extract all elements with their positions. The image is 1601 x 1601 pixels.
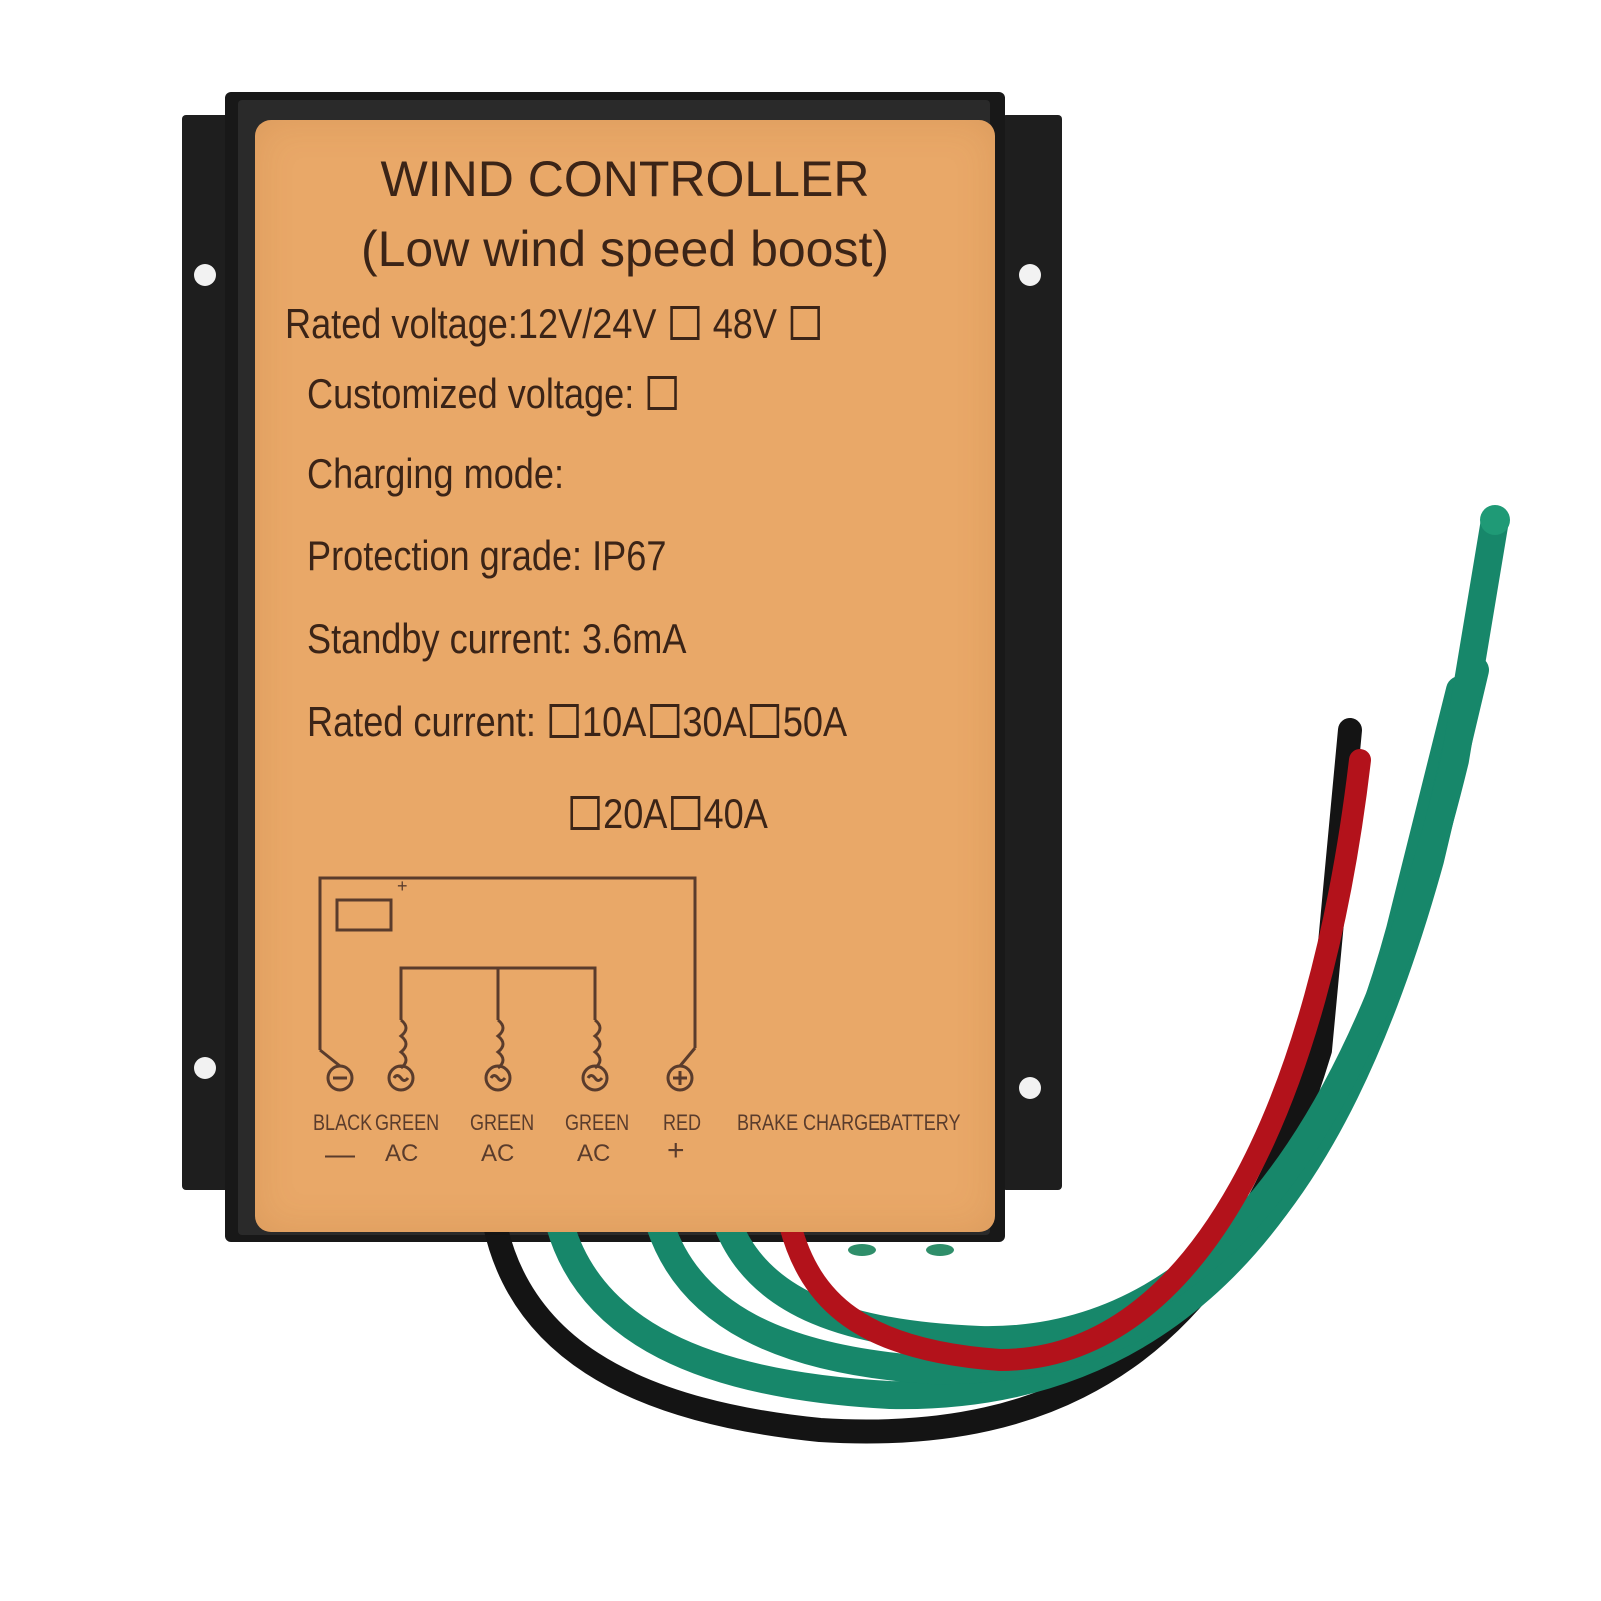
rated-voltage-line: Rated voltage:12V/24V 48V <box>285 300 823 348</box>
terminal-color: GREEN <box>565 1110 630 1135</box>
terminal-sign: AC <box>385 1140 419 1167</box>
terminal-color: BLACK <box>313 1110 373 1135</box>
rated-current-text: Rated current: <box>307 698 536 745</box>
mounting-hole <box>194 264 216 286</box>
mounting-hole <box>1019 1077 1041 1099</box>
standby-current: Standby current: 3.6mA <box>307 615 687 662</box>
product-label: WIND CONTROLLER (Low wind speed boost) R… <box>255 120 995 1232</box>
rated-voltage-opt: 48V <box>712 300 777 347</box>
label-subtitle: (Low wind speed boost) <box>360 221 890 277</box>
checkbox <box>670 796 701 830</box>
led-charge <box>848 1244 876 1256</box>
current-opt: 30A <box>682 698 747 745</box>
checkbox <box>570 796 600 830</box>
customized-voltage-line: Customized voltage: <box>307 370 680 418</box>
terminal-sign: + <box>667 1134 685 1167</box>
right-flange <box>1002 115 1062 1190</box>
current-opt: 10A <box>582 698 647 745</box>
checkbox <box>790 306 820 340</box>
customized-voltage-text: Customized voltage: <box>307 370 635 417</box>
protection-grade: Protection grade: IP67 <box>307 532 667 579</box>
current-opt: 40A <box>703 790 768 837</box>
checkbox <box>647 376 677 410</box>
coil-symbol <box>592 1018 602 1070</box>
ac-terminal-icon <box>581 1064 609 1092</box>
terminal-color: GREEN <box>375 1110 440 1135</box>
wire-red <box>779 749 1371 1372</box>
wire-green <box>714 506 1509 1355</box>
checkbox <box>669 306 700 340</box>
coil-symbol <box>398 1018 408 1070</box>
battery-minus: - <box>338 866 344 886</box>
terminal-sign: AC <box>577 1140 611 1167</box>
charging-mode: Charging mode: <box>307 450 565 497</box>
rated-current-line: Rated current: 10A 30A 50A <box>307 698 847 746</box>
indicator-label: BATTERY <box>879 1110 961 1135</box>
led-battery <box>926 1244 954 1256</box>
terminal-color: GREEN <box>470 1110 535 1135</box>
mounting-hole <box>1019 264 1041 286</box>
checkbox <box>750 704 780 738</box>
checkbox <box>649 704 679 738</box>
checkbox <box>549 704 579 738</box>
wiring-diagram: - + <box>318 866 697 1092</box>
coil-symbol <box>495 1018 505 1070</box>
rated-voltage-text: Rated voltage:12V/24V <box>285 300 657 347</box>
label-title: WIND CONTROLLER <box>380 151 870 207</box>
terminal-color: RED <box>663 1110 702 1135</box>
current-opt: 50A <box>782 698 848 745</box>
wire-tip <box>1480 505 1510 535</box>
left-flange <box>182 115 234 1190</box>
battery-plus: + <box>397 876 408 896</box>
indicator-label: CHARGE <box>803 1110 881 1135</box>
rated-current-line-2: 20A 40A <box>567 790 768 838</box>
terminal-sign: — <box>325 1138 355 1171</box>
terminal-sign: AC <box>481 1140 515 1167</box>
current-opt: 20A <box>603 790 668 837</box>
battery-symbol <box>335 898 393 932</box>
ac-terminal-icon <box>484 1064 512 1092</box>
indicator-label: BRAKE <box>737 1110 799 1135</box>
mounting-hole <box>194 1057 216 1079</box>
